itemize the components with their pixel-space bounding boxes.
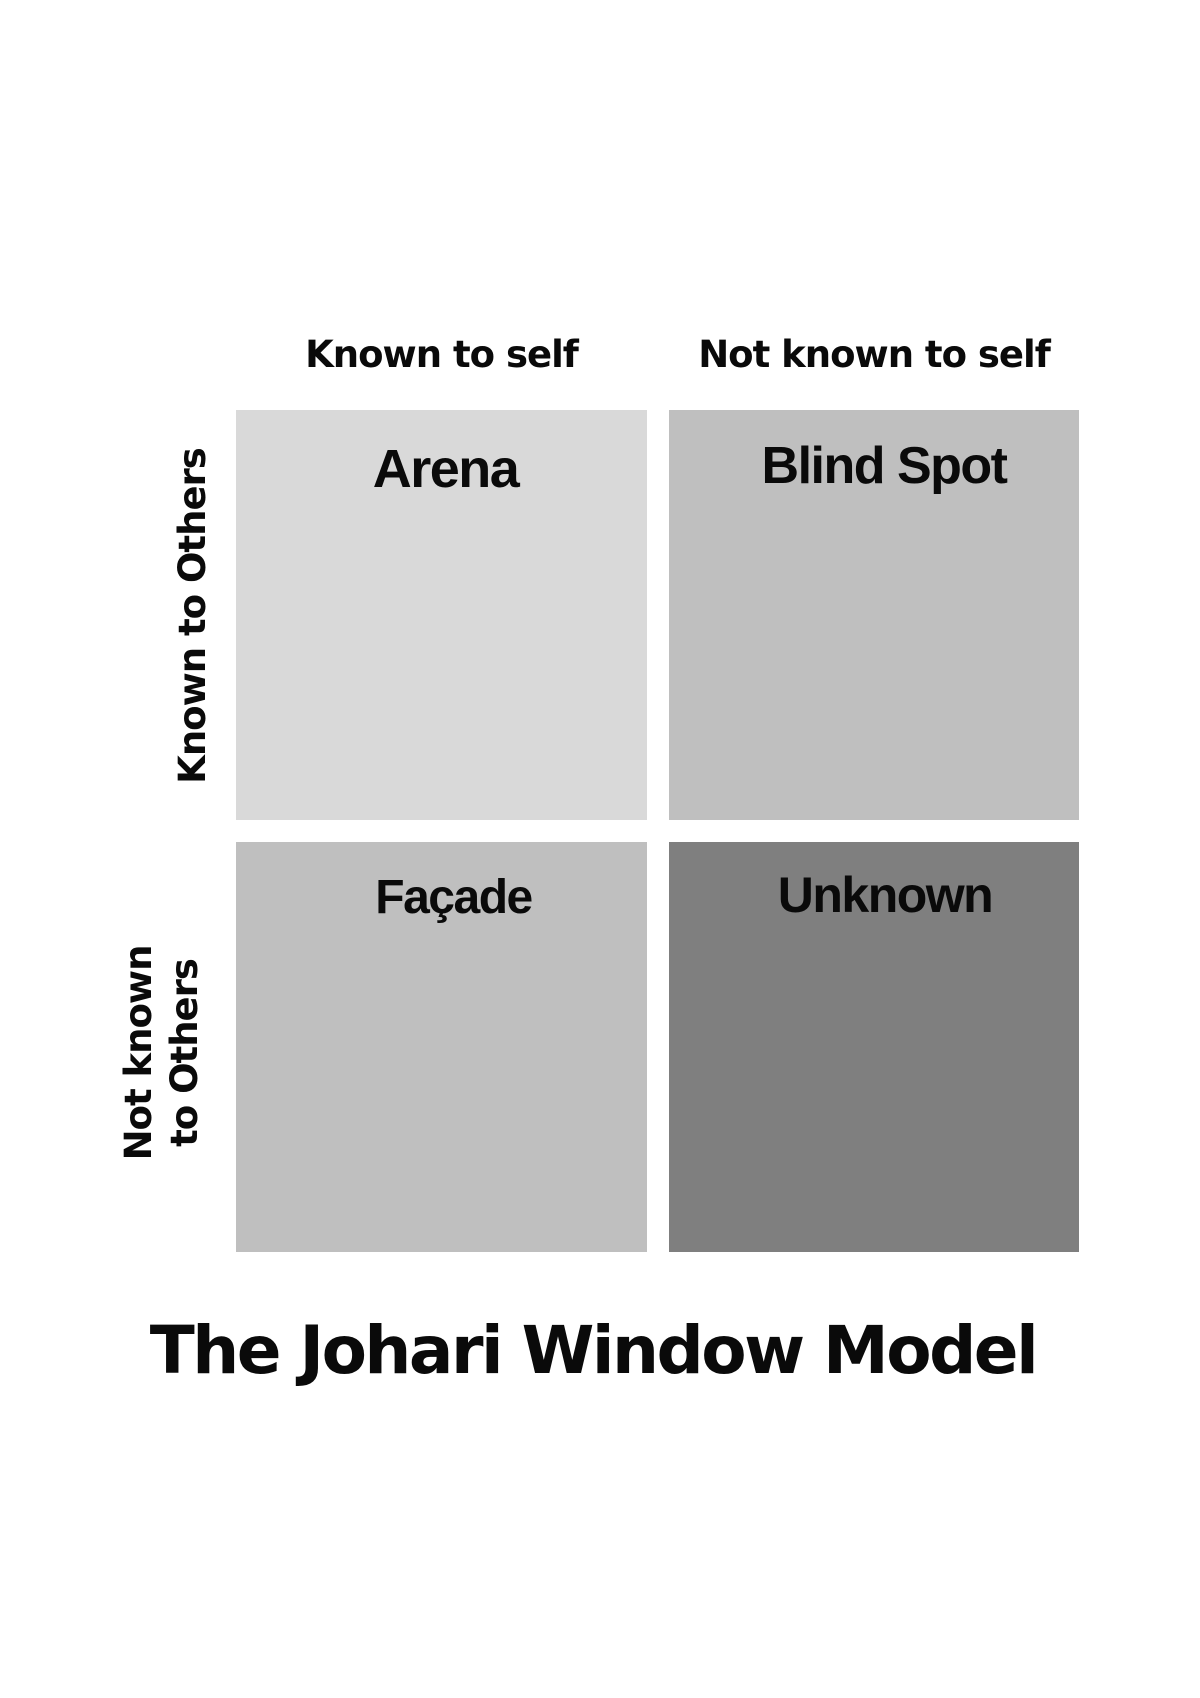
quadrant-unknown-label: Unknown <box>777 867 994 923</box>
quadrant-facade: Façade <box>236 842 647 1252</box>
quadrant-arena-label: Arena <box>372 439 520 499</box>
row-header-line-2: to Others <box>163 959 206 1147</box>
diagram-title-text: The Johari Window Model <box>149 1312 1039 1389</box>
column-header-known-to-self: Known to self <box>305 333 579 376</box>
diagram-title: The Johari Window Model <box>0 1306 1200 1396</box>
quadrant-blind-spot-label: Blind Spot <box>761 437 1008 495</box>
quadrant-arena: Arena <box>236 410 647 820</box>
quadrant-facade-label: Façade <box>375 871 533 924</box>
row-header-known-to-others: Known to Others <box>171 446 217 786</box>
row-header-line-1: Not known <box>117 945 160 1161</box>
row-header-known-to-others-text: Known to Others <box>171 448 214 784</box>
column-header-not-known-to-self: Not known to self <box>698 333 1051 376</box>
quadrant-blind-spot: Blind Spot <box>669 410 1079 820</box>
row-header-not-known-to-others: Not known to Others <box>116 933 212 1173</box>
quadrant-unknown: Unknown <box>669 842 1079 1252</box>
